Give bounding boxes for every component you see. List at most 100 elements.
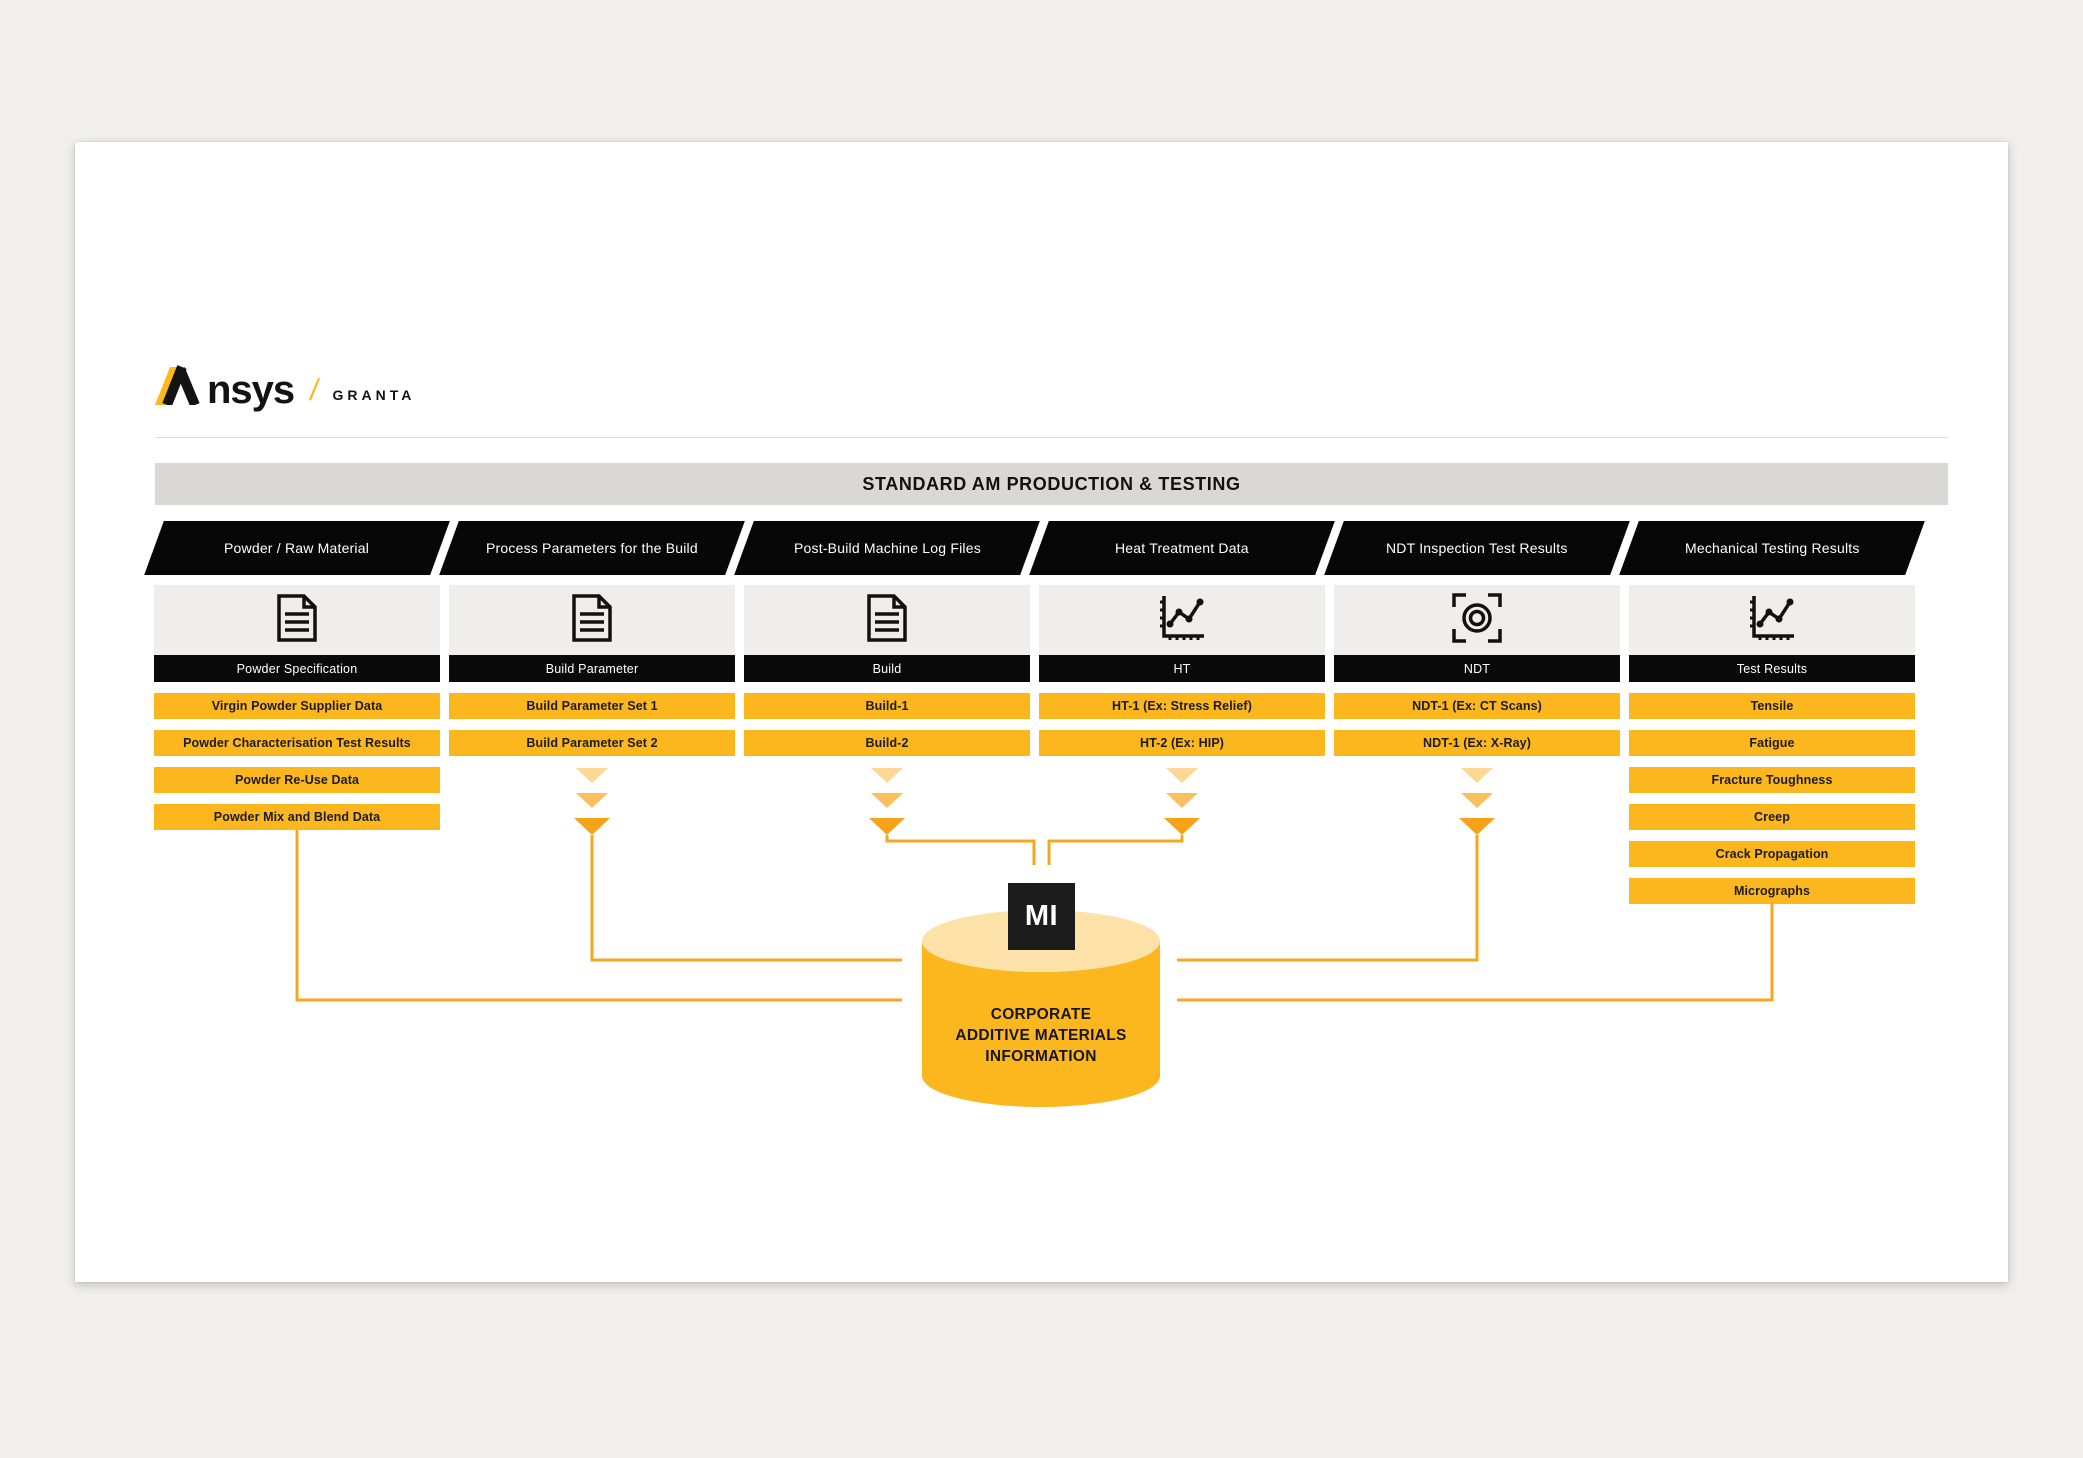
column-label: NDT — [1334, 655, 1620, 682]
column-header: Mechanical Testing Results — [1619, 521, 1925, 575]
data-record-label: Build Parameter Set 1 — [526, 699, 658, 713]
data-record-bar: Build Parameter Set 2 — [449, 730, 735, 756]
database-label-line: INFORMATION — [985, 1048, 1097, 1065]
chevron-down-icon — [1461, 768, 1493, 783]
data-record-label: Fracture Toughness — [1711, 773, 1833, 787]
brand-divider: / — [307, 374, 321, 407]
brand-name: nsys — [207, 368, 295, 412]
column-label: Build — [744, 655, 1030, 682]
data-record-bar: Tensile — [1629, 693, 1915, 719]
document-icon — [866, 593, 908, 648]
column-header-label: Post-Build Machine Log Files — [793, 540, 981, 556]
data-record-bar: Powder Re-Use Data — [154, 767, 440, 793]
mi-badge-label: MI — [1024, 900, 1059, 932]
document-icon — [276, 593, 318, 648]
data-record-label: Fatigue — [1749, 736, 1795, 750]
data-record-label: Build Parameter Set 2 — [526, 736, 658, 750]
data-record-label: HT-1 (Ex: Stress Relief) — [1112, 699, 1252, 713]
data-record-bar: Virgin Powder Supplier Data — [154, 693, 440, 719]
chart-icon — [1158, 594, 1206, 647]
funnel-icon — [574, 818, 610, 835]
column-header: Process Parameters for the Build — [439, 521, 745, 575]
data-record-bar: Fatigue — [1629, 730, 1915, 756]
mi-badge: MI — [1008, 883, 1075, 950]
chevron-down-icon — [1166, 793, 1198, 808]
document-icon — [571, 593, 613, 648]
column-icon-box — [449, 585, 735, 655]
data-record-bar: HT-2 (Ex: HIP) — [1039, 730, 1325, 756]
data-record-bar: Fracture Toughness — [1629, 767, 1915, 793]
data-record-label: Creep — [1754, 810, 1790, 824]
data-record-label: Tensile — [1750, 699, 1794, 713]
title-bar: STANDARD AM PRODUCTION & TESTING — [155, 463, 1948, 505]
data-record-bar: Build Parameter Set 1 — [449, 693, 735, 719]
scan-icon — [1452, 592, 1502, 648]
brand-sub: GRANTA — [332, 387, 416, 403]
database-label-line: CORPORATE — [990, 1006, 1092, 1023]
chevron-down-icon — [871, 768, 903, 783]
data-record-bar: Powder Mix and Blend Data — [154, 804, 440, 830]
data-record-bar: NDT-1 (Ex: CT Scans) — [1334, 693, 1620, 719]
column-label-text: Powder Specification — [236, 661, 358, 676]
column-header-label: Process Parameters for the Build — [486, 540, 698, 556]
column-label-text: NDT — [1463, 661, 1491, 676]
column-header-label: Mechanical Testing Results — [1684, 540, 1860, 556]
column-label-text: HT — [1173, 661, 1191, 676]
column-header: Powder / Raw Material — [144, 521, 450, 575]
data-record-bar: Micrographs — [1629, 878, 1915, 904]
column-icon-box — [744, 585, 1030, 655]
database-label: CORPORATE ADDITIVE MATERIALS INFORMATION — [922, 1004, 1160, 1067]
data-record-label: Build-2 — [865, 736, 909, 750]
data-record-label: Virgin Powder Supplier Data — [211, 699, 383, 713]
data-record-label: HT-2 (Ex: HIP) — [1139, 736, 1225, 750]
column-label-text: Build — [872, 661, 902, 676]
data-record-label: Powder Characterisation Test Results — [183, 736, 411, 750]
ansys-a-icon — [155, 361, 205, 410]
database-label-line: ADDITIVE MATERIALS — [955, 1027, 1127, 1044]
column-icon-box — [1039, 585, 1325, 655]
column-header-label: Heat Treatment Data — [1115, 540, 1249, 556]
data-record-bar: Build-1 — [744, 693, 1030, 719]
ansys-granta-logo: nsys / GRANTA — [155, 364, 415, 410]
data-record-label: Powder Mix and Blend Data — [213, 810, 381, 824]
slide-card: nsys / GRANTA STANDARD AM PRODUCTION & T… — [75, 142, 2008, 1282]
page-title: STANDARD AM PRODUCTION & TESTING — [862, 473, 1241, 494]
column-header: Post-Build Machine Log Files — [734, 521, 1040, 575]
funnel-icon — [1164, 818, 1200, 835]
chevron-down-icon — [1166, 768, 1198, 783]
column-label-text: Build Parameter — [545, 661, 639, 676]
column-icon-box — [1334, 585, 1620, 655]
column-label: HT — [1039, 655, 1325, 682]
funnel-icon — [869, 818, 905, 835]
column-header: Heat Treatment Data — [1029, 521, 1335, 575]
funnel-icon — [1459, 818, 1495, 835]
column-header-label: Powder / Raw Material — [224, 540, 370, 556]
data-record-bar: Build-2 — [744, 730, 1030, 756]
chart-icon — [1748, 594, 1796, 647]
data-record-bar: NDT-1 (Ex: X-Ray) — [1334, 730, 1620, 756]
column-label-text: Test Results — [1736, 661, 1808, 676]
chevron-down-icon — [576, 793, 608, 808]
column-label: Powder Specification — [154, 655, 440, 682]
header-rule — [155, 437, 1948, 438]
column-icon-box — [154, 585, 440, 655]
column-header: NDT Inspection Test Results — [1324, 521, 1630, 575]
data-record-bar: Crack Propagation — [1629, 841, 1915, 867]
data-record-label: Build-1 — [865, 699, 909, 713]
data-record-bar: Powder Characterisation Test Results — [154, 730, 440, 756]
data-record-bar: Creep — [1629, 804, 1915, 830]
chevron-down-icon — [871, 793, 903, 808]
data-record-label: NDT-1 (Ex: CT Scans) — [1412, 699, 1542, 713]
chevron-down-icon — [1461, 793, 1493, 808]
data-record-label: NDT-1 (Ex: X-Ray) — [1423, 736, 1531, 750]
column-icon-box — [1629, 585, 1915, 655]
data-record-label: Crack Propagation — [1715, 847, 1829, 861]
